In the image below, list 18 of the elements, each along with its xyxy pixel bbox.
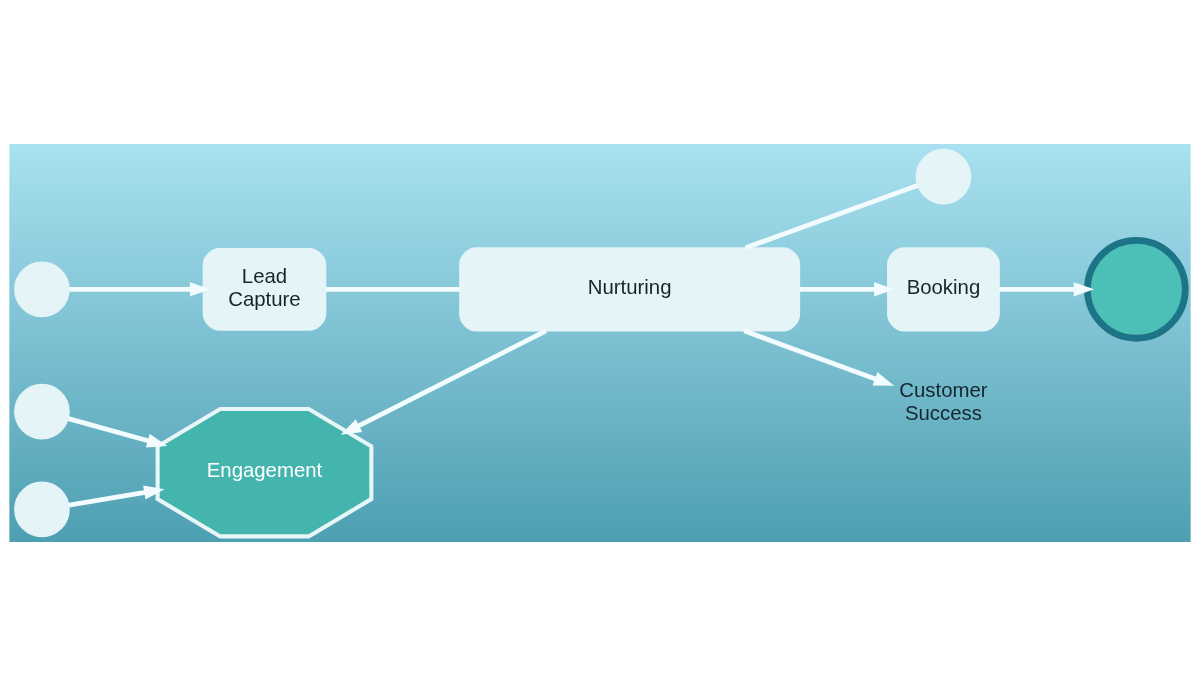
arrow bbox=[67, 415, 168, 448]
arrow bbox=[68, 485, 165, 507]
node-circle bbox=[14, 383, 70, 439]
node-circle bbox=[1084, 236, 1189, 342]
connector bbox=[744, 182, 919, 250]
node-circle bbox=[915, 148, 972, 204]
arrow bbox=[743, 328, 895, 386]
arrow bbox=[799, 281, 895, 296]
node-box: Booking bbox=[887, 246, 1000, 331]
arrow bbox=[69, 281, 211, 296]
node-box: Lead Capture bbox=[202, 247, 327, 331]
connector bbox=[325, 286, 460, 292]
node-text: Customer Success bbox=[899, 378, 988, 424]
arrow bbox=[999, 281, 1095, 296]
node-circle bbox=[14, 481, 70, 537]
node-circle bbox=[14, 261, 70, 317]
node-box: Nurturing bbox=[459, 246, 801, 331]
arrow bbox=[340, 328, 548, 435]
